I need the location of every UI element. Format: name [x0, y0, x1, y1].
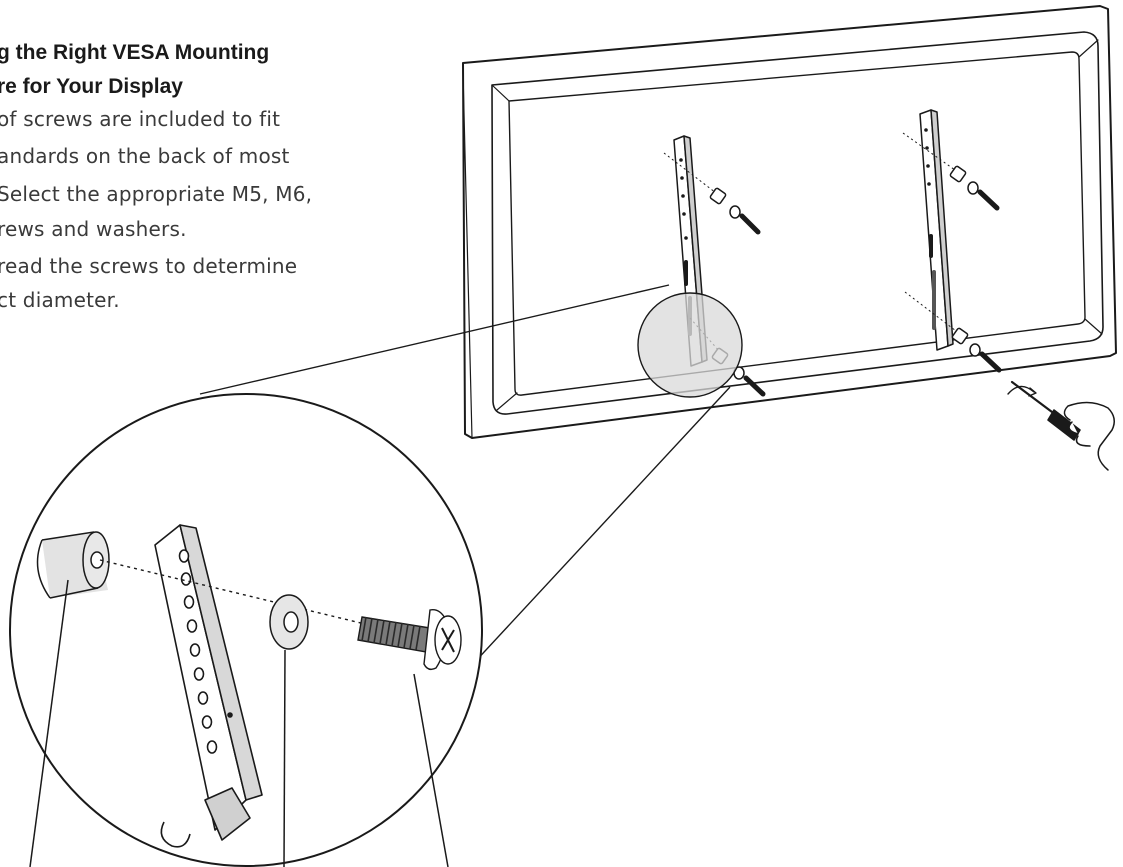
- display-back-panel: [462, 5, 1117, 439]
- hand-icon: [1063, 401, 1115, 471]
- body-line-5: read the screws to determine: [0, 254, 298, 278]
- heading-line-1: g the Right VESA Mounting: [0, 41, 270, 64]
- spacer-icon: [36, 531, 110, 599]
- magnifier-spot: [637, 292, 743, 398]
- callout-lines: [29, 579, 449, 867]
- body-line-3: Select the appropriate M5, M6,: [0, 182, 313, 206]
- body-line-6: ct diameter.: [0, 288, 120, 312]
- bracket-zoomed: [154, 524, 263, 848]
- body-line-2: andards on the back of most: [0, 144, 290, 168]
- zoom-connectors: [199, 284, 731, 707]
- right-bracket: [902, 109, 1002, 373]
- body-line-1: of screws are included to fit: [0, 107, 281, 131]
- body-line-4: rews and washers.: [0, 217, 187, 241]
- washer-icon: [269, 594, 309, 650]
- heading-line-2: re for Your Display: [0, 75, 183, 98]
- screw-icon: [357, 609, 462, 671]
- zoom-detail: [9, 393, 483, 867]
- screwdriver-icon: [1007, 380, 1081, 441]
